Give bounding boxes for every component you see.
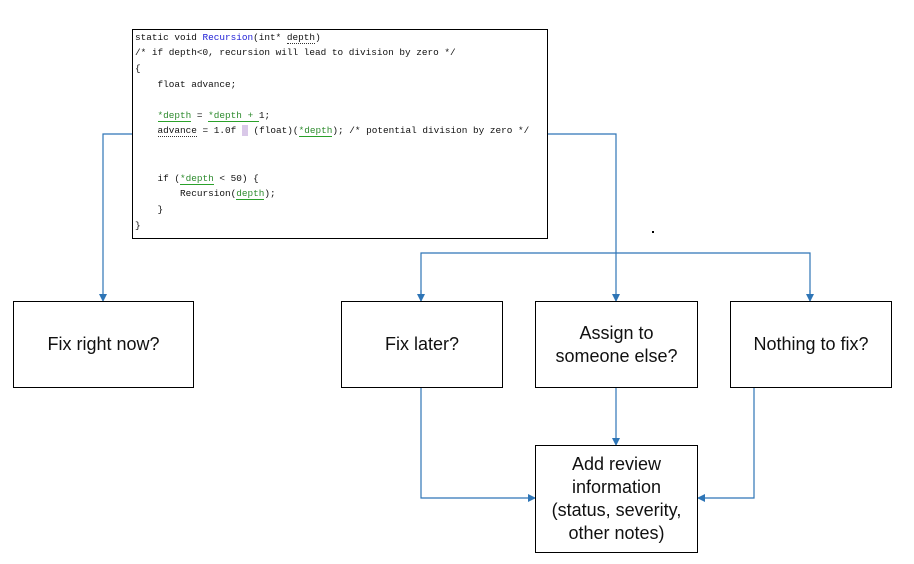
stray-dot xyxy=(652,231,654,233)
arrow-code-to-branch xyxy=(548,133,620,302)
code-line-6: *depth = *depth + 1; xyxy=(157,110,271,122)
assign-label-line-2: someone else? xyxy=(555,345,678,366)
review-box: Add review information (status, severity… xyxy=(535,445,698,553)
highlight-marker xyxy=(241,125,248,137)
fix-later-box: Fix later? xyxy=(341,301,503,388)
review-label-line-1: Add review xyxy=(571,454,662,474)
code-line-2: /* if depth<0, recursion will lead to di… xyxy=(135,47,456,58)
nothing-label: Nothing to fix? xyxy=(753,334,869,354)
code-line-1: static void Recursion(int* depth) xyxy=(135,32,321,44)
branch-line xyxy=(420,252,811,301)
review-label-line-4: other notes) xyxy=(568,523,665,543)
arrow-to-fix-now xyxy=(99,133,132,302)
assign-label-line-1: Assign to xyxy=(579,322,654,343)
review-label-line-3: (status, severity, xyxy=(551,500,682,520)
code-line-13: } xyxy=(135,220,141,231)
fix-now-label: Fix right now? xyxy=(47,334,160,354)
nothing-box: Nothing to fix? xyxy=(730,301,892,388)
arrow-nothing-to-review xyxy=(697,387,755,502)
fix-later-label: Fix later? xyxy=(384,334,460,354)
code-snippet: static void Recursion(int* depth) /* if … xyxy=(132,29,548,239)
code-line-10: if (*depth < 50) { xyxy=(135,173,259,185)
code-line-12: } xyxy=(135,204,164,215)
code-line-3: { xyxy=(135,63,141,74)
review-label-line-2: information xyxy=(571,477,662,497)
code-line-11: Recursion(depth); xyxy=(135,188,276,200)
code-line-4: float advance; xyxy=(135,79,237,90)
arrow-later-to-review xyxy=(420,387,536,502)
code-line-7: advance = 1.0f (float)(*depth); /* poten… xyxy=(157,125,530,137)
assign-box: Assign to someone else? xyxy=(535,301,698,388)
fix-now-box: Fix right now? xyxy=(13,301,194,388)
